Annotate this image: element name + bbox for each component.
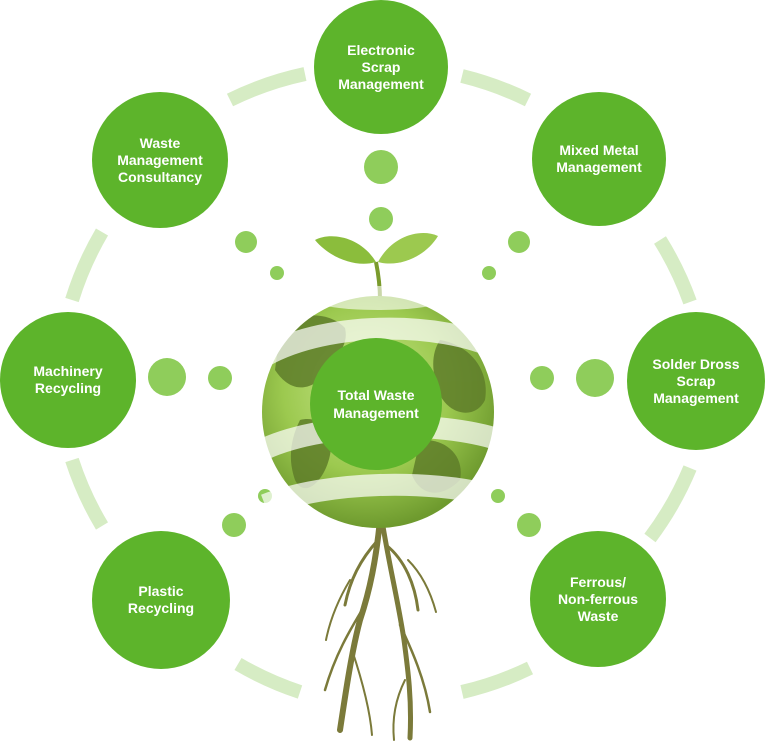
connector-dot: [270, 266, 284, 280]
node-plastic: Plastic Recycling: [92, 531, 230, 669]
connector-dot: [148, 358, 186, 396]
leaf-left: [315, 236, 376, 264]
connector-dot: [530, 366, 554, 390]
leaf-right: [378, 233, 438, 264]
connector-dot: [369, 207, 393, 231]
connector-dot: [222, 513, 246, 537]
ring-segment: [65, 228, 109, 303]
node-label: Solder Dross Scrap Management: [652, 355, 740, 406]
center-node-total-waste: Total Waste Management: [310, 338, 442, 470]
node-label: Machinery Recycling: [33, 363, 103, 396]
connector-dot: [508, 231, 530, 253]
ring-segment: [654, 236, 697, 305]
ring-segment: [226, 67, 307, 107]
outer-ring: [65, 67, 697, 699]
node-label: Ferrous/ Non-ferrous Waste: [557, 573, 639, 624]
connector-dot: [482, 266, 496, 280]
node-label: Plastic Recycling: [127, 583, 195, 616]
node-electronic-scrap: Electronic Scrap Management: [314, 0, 448, 134]
ring-segment: [644, 465, 697, 543]
node-label: Waste Management Consultancy: [117, 134, 203, 185]
connector-dot: [576, 359, 614, 397]
center-node-label: Total Waste Management: [333, 387, 419, 421]
connector-dot: [235, 231, 257, 253]
ring-segment: [65, 457, 109, 530]
node-consultancy: Waste Management Consultancy: [92, 92, 228, 228]
plant-roots: [323, 517, 437, 741]
node-solder-dross: Solder Dross Scrap Management: [627, 312, 765, 450]
node-label: Electronic Scrap Management: [338, 41, 424, 92]
node-label: Mixed Metal Management: [556, 142, 642, 175]
ring-segment: [460, 661, 534, 699]
connector-dots: [148, 150, 614, 537]
connector-dot: [491, 489, 505, 503]
node-mixed-metal: Mixed Metal Management: [532, 92, 666, 226]
ring-segment: [234, 657, 303, 699]
ring-segment: [460, 69, 532, 107]
connector-dot: [208, 366, 232, 390]
connector-dot: [517, 513, 541, 537]
node-ferrous: Ferrous/ Non-ferrous Waste: [530, 531, 666, 667]
node-machinery: Machinery Recycling: [0, 312, 136, 448]
connector-dot: [364, 150, 398, 184]
